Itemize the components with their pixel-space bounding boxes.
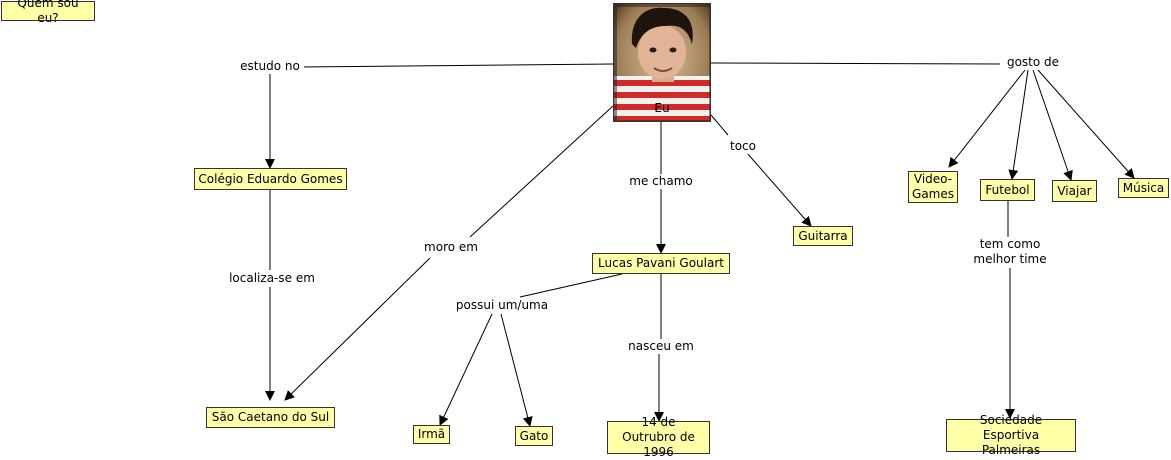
- node-sao-caetano[interactable]: São Caetano do Sul: [206, 407, 335, 428]
- link-label-tem-como: tem como melhor time: [966, 237, 1054, 267]
- link-label-toco: toco: [725, 139, 761, 154]
- node-gato[interactable]: Gato: [515, 426, 553, 446]
- link-label-nasceu-em: nasceu em: [622, 339, 700, 354]
- node-data-nascimento[interactable]: 14 de Outrubro de 1996: [607, 415, 710, 459]
- edge-eu-gosto: [710, 62, 1003, 65]
- node-colegio[interactable]: Colégio Eduardo Gomes: [194, 168, 347, 190]
- edge-toco-guitarra: [746, 152, 812, 227]
- node-irma[interactable]: Irmã: [413, 425, 450, 444]
- edge-gosto-musica: [1037, 69, 1135, 179]
- edge-gosto-viajar: [1032, 69, 1073, 181]
- portrait-image: [614, 4, 710, 121]
- link-label-me-chamo: me chamo: [624, 174, 698, 189]
- edge-eu-toco: [710, 114, 729, 136]
- edge-lucas-possui: [519, 273, 623, 298]
- title-node[interactable]: Quem sou eu?: [1, 0, 95, 25]
- link-label-estudo-no: estudo no: [236, 59, 304, 74]
- node-lucas[interactable]: Lucas Pavani Goulart: [592, 253, 730, 274]
- link-label-gosto-de: gosto de: [1000, 55, 1066, 70]
- link-label-moro-em: moro em: [418, 240, 484, 255]
- edge-gosto-futebol: [1008, 69, 1029, 180]
- link-label-possui: possui um/uma: [448, 298, 556, 313]
- edge-possui-gato: [500, 313, 533, 427]
- edge-possui-irma: [439, 313, 493, 426]
- node-palmeiras[interactable]: Sociedade Esportiva Palmeiras: [946, 413, 1076, 457]
- node-musica[interactable]: Música: [1118, 178, 1169, 198]
- link-label-localiza: localiza-se em: [224, 271, 320, 286]
- node-futebol[interactable]: Futebol: [980, 179, 1035, 201]
- center-photo-node[interactable]: Eu: [613, 3, 711, 122]
- edge-moro-saocaetano: [284, 257, 431, 401]
- edge-eu-estudo: [299, 63, 614, 68]
- center-label: Eu: [654, 101, 670, 115]
- edge-gosto-videogames: [948, 69, 1026, 168]
- node-guitarra[interactable]: Guitarra: [793, 226, 853, 246]
- edge-eu-moro: [469, 105, 614, 238]
- node-videogames[interactable]: Video-Games: [908, 171, 958, 203]
- node-viajar[interactable]: Viajar: [1052, 180, 1097, 202]
